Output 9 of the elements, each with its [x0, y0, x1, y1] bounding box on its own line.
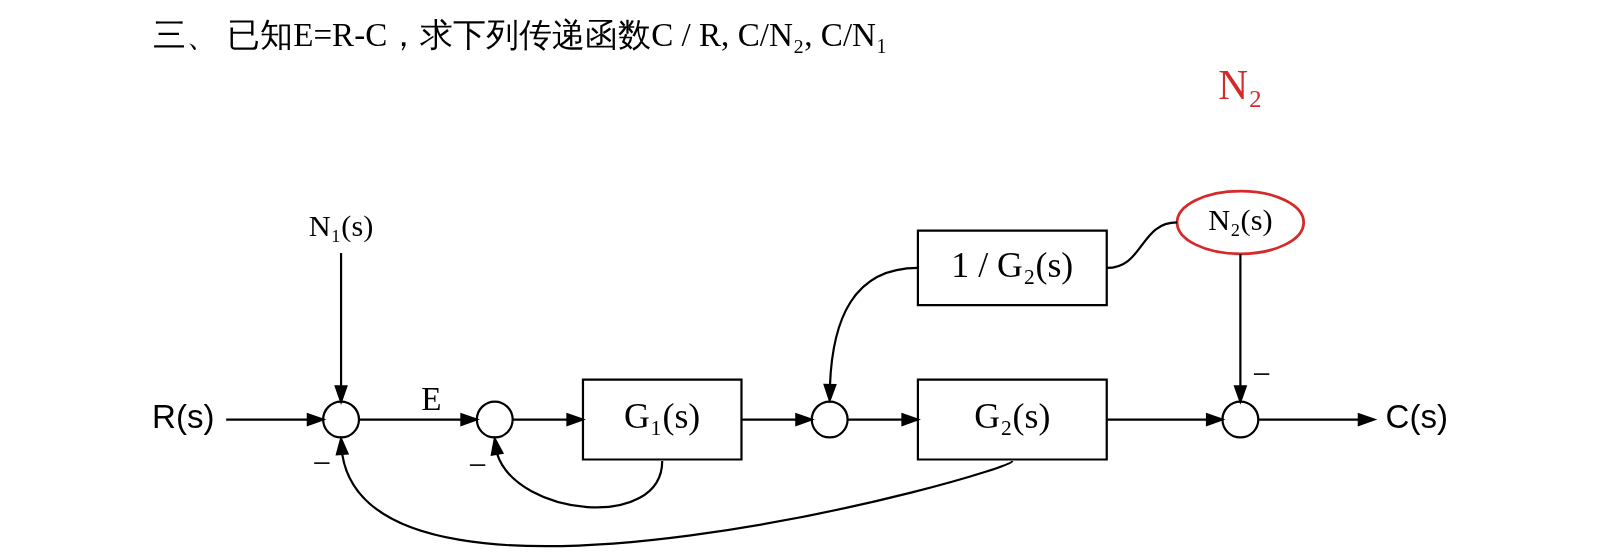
edge-label: −	[468, 446, 488, 483]
node-text: C(s)	[1385, 398, 1448, 436]
edge-label: −	[312, 445, 332, 482]
diagram-title: 三、 已知E=R-C，求下列传递函数C / R, C/N₂, C/N₁	[152, 16, 888, 53]
edge-label: −	[1252, 355, 1271, 392]
node-text: N₁(s)	[308, 208, 374, 243]
edge-label: E	[421, 381, 442, 418]
node-text: R(s)	[152, 398, 215, 436]
label: N₂	[1218, 62, 1263, 109]
